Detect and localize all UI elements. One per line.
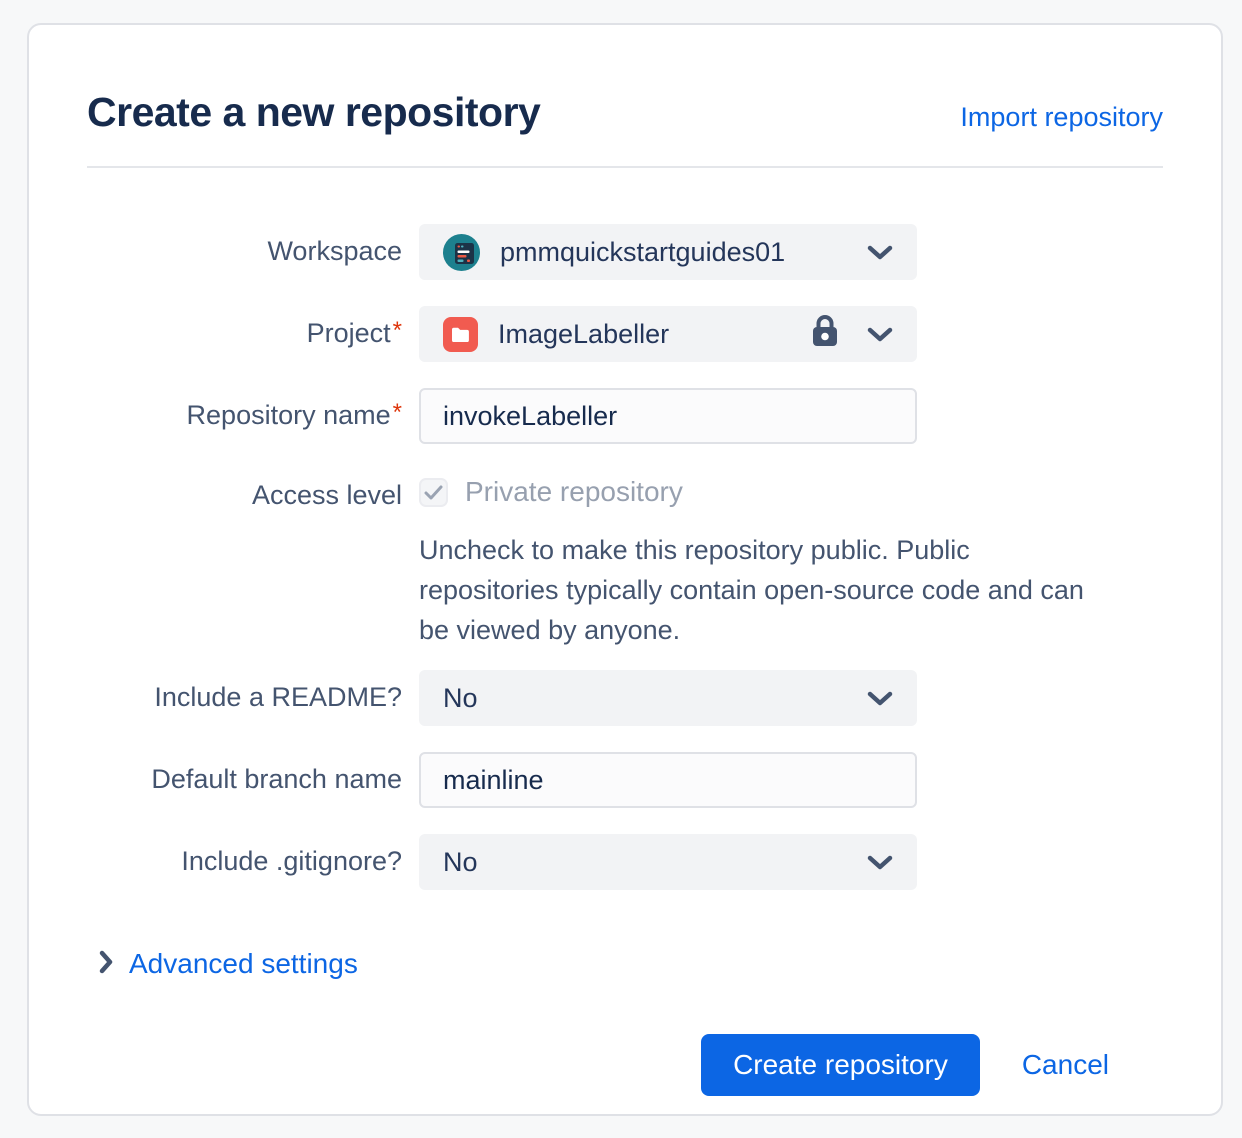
chevron-right-icon (99, 950, 113, 979)
include-readme-label: Include a README? (154, 682, 402, 713)
include-gitignore-label: Include .gitignore? (181, 846, 402, 877)
access-level-control: Private repository Uncheck to make this … (419, 470, 1119, 650)
workspace-select[interactable]: pmmquickstartguides01 (419, 224, 917, 280)
default-branch-row: Default branch name (87, 752, 1163, 808)
default-branch-input[interactable] (419, 752, 917, 808)
include-gitignore-select[interactable]: No (419, 834, 917, 890)
cancel-button[interactable]: Cancel (1021, 1049, 1109, 1080)
private-repository-label: Private repository (465, 476, 683, 507)
project-select[interactable]: ImageLabeller (419, 306, 917, 362)
create-repository-form: Workspace pmmquickstartguides01 (87, 224, 1163, 916)
default-branch-label: Default branch name (151, 764, 402, 795)
chevron-down-icon (867, 847, 893, 878)
dialog-header: Create a new repository Import repositor… (87, 89, 1163, 136)
chevron-down-icon (867, 319, 893, 350)
advanced-settings-toggle[interactable]: Advanced settings (99, 948, 358, 980)
include-readme-select[interactable]: No (419, 670, 917, 726)
include-readme-value: No (443, 682, 478, 713)
folder-icon (443, 316, 478, 352)
access-level-label: Access level (251, 480, 402, 510)
required-marker: * (392, 399, 402, 427)
project-row: Project* ImageLabeller (87, 306, 1163, 362)
chevron-down-icon (867, 683, 893, 714)
advanced-settings-label: Advanced settings (129, 948, 358, 979)
workspace-value: pmmquickstartguides01 (500, 236, 786, 267)
page-title: Create a new repository (87, 89, 541, 135)
required-marker: * (392, 317, 402, 345)
workspace-label: Workspace (267, 236, 402, 267)
repository-name-input[interactable] (419, 388, 917, 444)
workspace-avatar (443, 233, 480, 271)
repository-name-label: Repository name* (186, 399, 402, 431)
include-readme-row: Include a README? No (87, 670, 1163, 726)
repository-name-row: Repository name* (87, 388, 1163, 444)
chevron-down-icon (867, 237, 893, 268)
include-gitignore-value: No (443, 846, 478, 877)
create-repository-dialog: Create a new repository Import repositor… (27, 23, 1223, 1116)
header-divider (87, 166, 1163, 168)
private-repository-checkbox[interactable] (419, 477, 448, 507)
project-value: ImageLabeller (498, 318, 670, 349)
checkmark-icon (424, 485, 443, 499)
include-gitignore-row: Include .gitignore? No (87, 834, 1163, 890)
import-repository-link[interactable]: Import repository (960, 102, 1163, 132)
access-level-row: Access level Private repository Uncheck … (87, 470, 1163, 650)
access-level-help-text: Uncheck to make this repository public. … (419, 535, 1084, 645)
lock-icon (811, 314, 839, 355)
create-repository-button[interactable]: Create repository (701, 1034, 980, 1096)
workspace-row: Workspace pmmquickstartguides01 (87, 224, 1163, 280)
dialog-actions: Create repository Cancel (87, 1034, 1109, 1096)
project-label: Project* (306, 317, 402, 349)
